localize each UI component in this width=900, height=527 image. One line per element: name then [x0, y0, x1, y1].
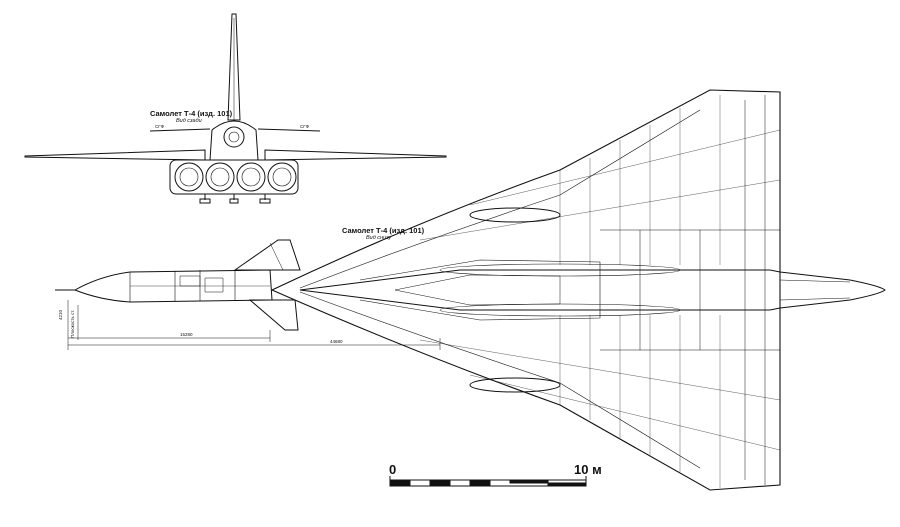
plan-view-title: Самолет Т-4 (изд. 101): [342, 226, 425, 235]
scale-end-label: 10 м: [574, 462, 602, 477]
dimension-small: 4210: [58, 309, 63, 320]
front-view-subtitle: Вид сзади: [176, 118, 202, 124]
scale-bar: [390, 476, 586, 486]
rear-view: [25, 14, 446, 203]
dimension-1: 15280: [180, 332, 193, 337]
dimension-2: 44680: [330, 339, 343, 344]
front-view-title: Самолет Т-4 (изд. 101): [150, 109, 233, 118]
front-view-right-tag: СГФ: [300, 124, 310, 129]
side-view: [55, 240, 440, 350]
front-view-left-tag: СГФ: [155, 124, 165, 129]
scale-start-label: 0: [389, 462, 397, 477]
plan-view-subtitle: Вид снизу: [366, 235, 392, 241]
engine-nozzles: [175, 163, 296, 191]
plan-view: [272, 90, 885, 490]
dimension-vertical: Плоскость ст.: [70, 309, 75, 338]
